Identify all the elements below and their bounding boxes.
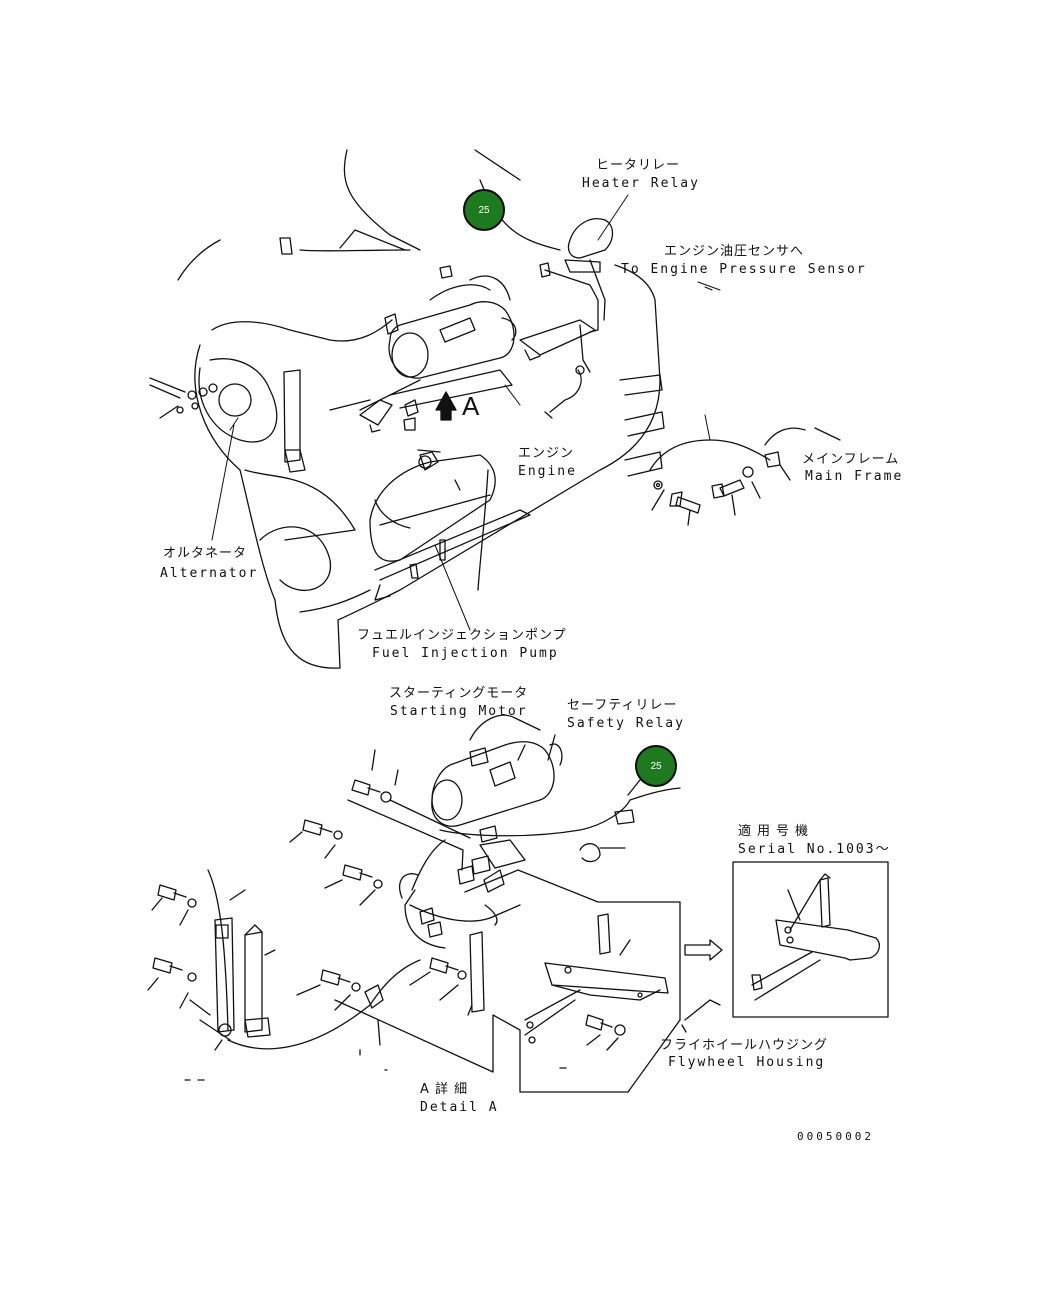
bottom-assembly	[147, 714, 889, 1093]
engine-pressure-label-en: To Engine Pressure Sensor	[621, 262, 867, 277]
heater-relay-label-jp: ヒータリレー	[596, 158, 681, 173]
main-frame-label-en: Main Frame	[805, 469, 904, 484]
detail-a-label-en: Detail A	[420, 1100, 499, 1115]
fuel-pump-label-jp: フュエルインジェクションポンプ	[357, 628, 567, 643]
top-leaders	[211, 194, 721, 631]
starting-motor-label-en: Starting Motor	[390, 704, 528, 719]
view-a-label: A	[462, 391, 480, 421]
flywheel-label-jp: フライホイールハウジング	[660, 1038, 829, 1053]
fuel-pump-label-en: Fuel Injection Pump	[372, 646, 559, 661]
serial-label-en: Serial No.1003～	[738, 842, 891, 857]
safety-relay-label-en: Safety Relay	[567, 716, 685, 731]
callout-25-top[interactable]: 25	[463, 189, 505, 231]
alternator-label-en: Alternator	[160, 566, 259, 581]
safety-relay-label-jp: セーフティリレー	[567, 698, 678, 713]
flywheel-label-en: Flywheel Housing	[668, 1055, 826, 1070]
starting-motor-label-jp: スターティングモータ	[389, 686, 529, 701]
alternator-label-jp: オルタネータ	[163, 546, 248, 561]
callout-25-bottom[interactable]: 25	[635, 745, 677, 787]
drawing-number: 00050002	[797, 1130, 874, 1143]
detail-a-label-jp: A 詳 細	[420, 1082, 469, 1097]
serial-label-jp: 適用号機	[738, 824, 815, 839]
engine-pressure-label-jp: エンジン油圧センサへ	[664, 244, 805, 259]
engine-label-en: Engine	[518, 464, 577, 479]
engine-label-jp: エンジン	[518, 446, 575, 461]
main-frame-label-jp: メインフレーム	[802, 452, 900, 467]
heater-relay-label-en: Heater Relay	[582, 176, 700, 191]
